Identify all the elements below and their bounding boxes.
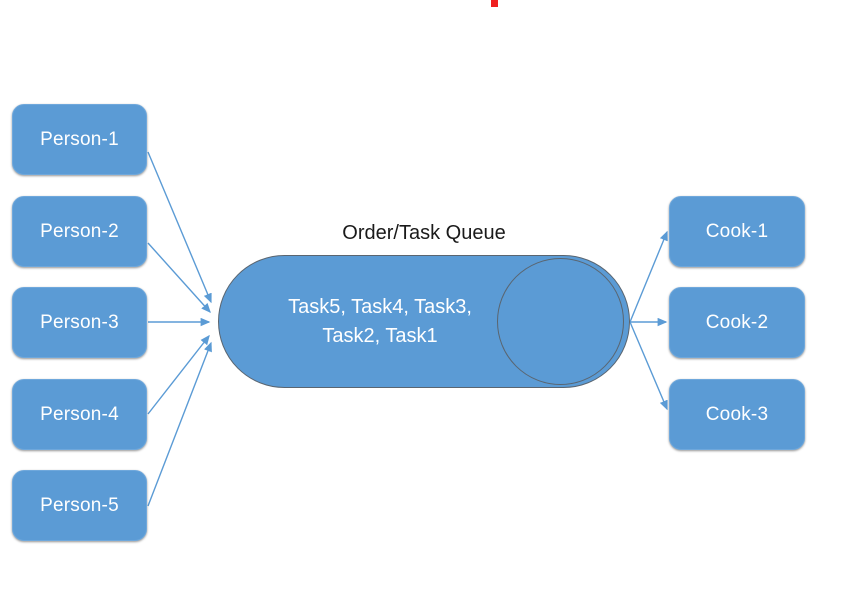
consumer-label: Cook-3 (705, 403, 769, 425)
edge-person-4-to-queue (147, 334, 210, 415)
consumer-node-cook-1[interactable]: Cook-1 (669, 196, 805, 267)
queue-items-label: Task5, Task4, Task3, Task2, Task1 (288, 295, 472, 347)
consumer-node-cook-2[interactable]: Cook-2 (669, 287, 805, 358)
producer-node-person-4[interactable]: Person-4 (12, 379, 147, 450)
edge-person-2-to-queue (147, 242, 211, 314)
edge-person-1-to-queue (147, 151, 212, 304)
producer-node-person-2[interactable]: Person-2 (12, 196, 147, 267)
producer-label: Person-5 (40, 494, 119, 516)
producer-label: Person-4 (40, 403, 119, 425)
queue-shape[interactable]: Task5, Task4, Task3, Task2, Task1 (218, 255, 630, 388)
edge-person-5-to-queue (147, 341, 212, 507)
consumer-node-cook-3[interactable]: Cook-3 (669, 379, 805, 450)
selection-marker (491, 0, 498, 7)
producer-node-person-1[interactable]: Person-1 (12, 104, 147, 175)
consumer-label: Cook-2 (705, 311, 769, 333)
consumer-label: Cook-1 (705, 220, 769, 242)
edge-queue-to-cook-3 (629, 321, 668, 411)
producer-label: Person-3 (40, 311, 119, 333)
queue-title: Order/Task Queue (342, 222, 506, 244)
producer-label: Person-1 (40, 128, 119, 150)
queue-head-circle (497, 258, 624, 385)
producer-node-person-3[interactable]: Person-3 (12, 287, 147, 358)
edge-queue-to-cook-1 (629, 230, 668, 323)
producer-label: Person-2 (40, 220, 119, 242)
producer-node-person-5[interactable]: Person-5 (12, 470, 147, 541)
